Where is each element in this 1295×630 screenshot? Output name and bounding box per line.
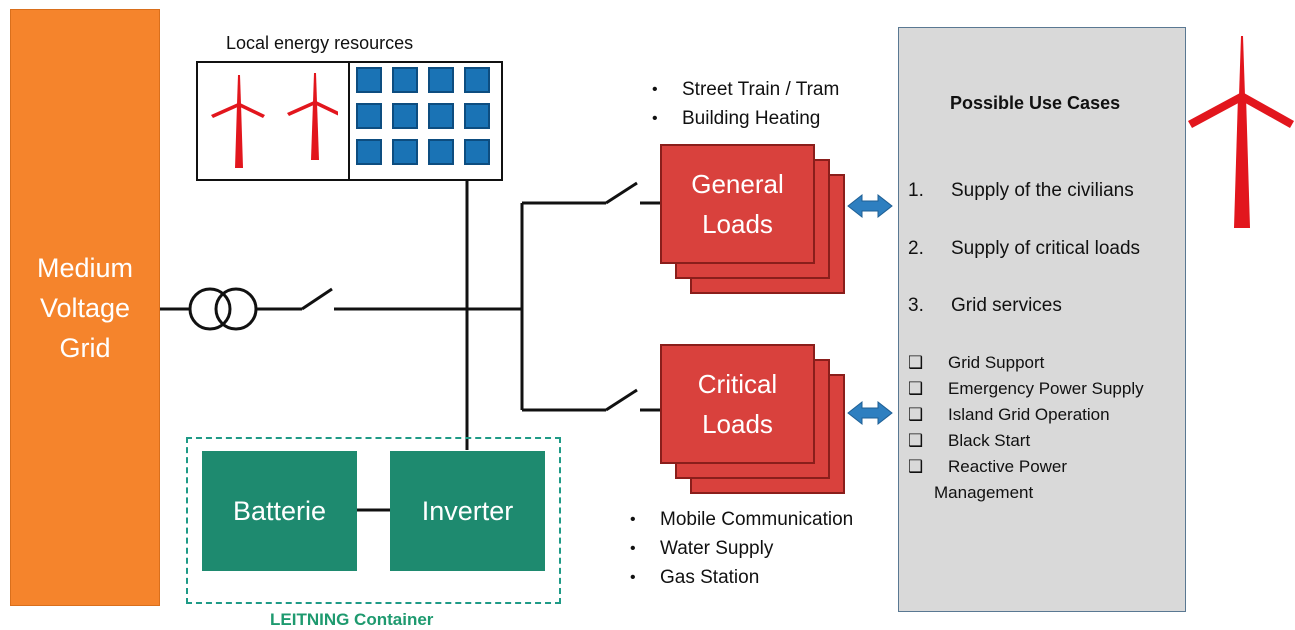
list-item: ❑Black Start	[908, 428, 1178, 454]
general-switch-icon	[605, 181, 638, 205]
wind-turbines-icon	[211, 73, 338, 168]
list-item: •Mobile Communication	[630, 509, 854, 530]
list-item: ❑Grid Support	[908, 350, 1178, 376]
local-energy-resources-title: Local energy resources	[226, 33, 414, 53]
critical-loads-label: Critical Loads	[697, 369, 778, 439]
use-case-item: 2. Supply of critical loads	[908, 238, 1141, 259]
use-case-item: 3. Grid services	[908, 295, 1062, 316]
use-case-item: 1. Supply of the civilians	[908, 180, 1134, 201]
battery-block: Batterie	[202, 451, 357, 571]
general-loads-block: General Loads	[660, 144, 815, 264]
checkbox-icon: ❑	[908, 431, 924, 450]
battery-label: Batterie	[232, 495, 327, 526]
medium-voltage-grid-label: Medium Voltage Grid	[36, 252, 134, 363]
critical-loads-examples: •Mobile Communication •Water Supply •Gas…	[630, 505, 853, 592]
leitning-container-title: LEITNING Container	[270, 610, 434, 629]
critical-switch-icon	[605, 388, 638, 412]
list-item: •Gas Station	[630, 567, 760, 588]
list-item: •Building Heating	[652, 108, 821, 129]
leitning-container-frame	[186, 437, 561, 604]
general-loads-arrow-icon	[847, 193, 893, 219]
wind-turbine-icon	[1188, 36, 1294, 228]
general-loads-label: General Loads	[691, 169, 784, 239]
checkbox-icon: ❑	[908, 405, 924, 424]
use-cases-panel	[898, 27, 1186, 612]
inverter-block: Inverter	[390, 451, 545, 571]
use-cases-title: Possible Use Cases	[950, 93, 1121, 113]
list-item: ❑Reactive Power	[908, 454, 1178, 480]
local-energy-divider	[348, 61, 350, 181]
main-switch-icon	[301, 287, 333, 311]
checkbox-icon: ❑	[908, 379, 924, 398]
list-item: Management	[934, 483, 1034, 502]
list-item: ❑Emergency Power Supply	[908, 376, 1178, 402]
medium-voltage-grid-block: Medium Voltage Grid	[10, 9, 160, 606]
critical-loads-arrow-icon	[847, 400, 893, 426]
checkbox-icon: ❑	[908, 457, 924, 476]
grid-services-list: ❑Grid Support ❑Emergency Power Supply ❑I…	[908, 350, 1178, 506]
transformer-icon	[188, 287, 232, 331]
solar-panels-icon	[356, 67, 490, 165]
checkbox-icon: ❑	[908, 353, 924, 372]
list-item: •Street Train / Tram	[652, 79, 840, 100]
list-item: •Water Supply	[630, 538, 774, 559]
critical-loads-block: Critical Loads	[660, 344, 815, 464]
general-loads-examples: •Street Train / Tram •Building Heating	[652, 75, 839, 133]
inverter-label: Inverter	[421, 495, 514, 526]
list-item: ❑Island Grid Operation	[908, 402, 1178, 428]
